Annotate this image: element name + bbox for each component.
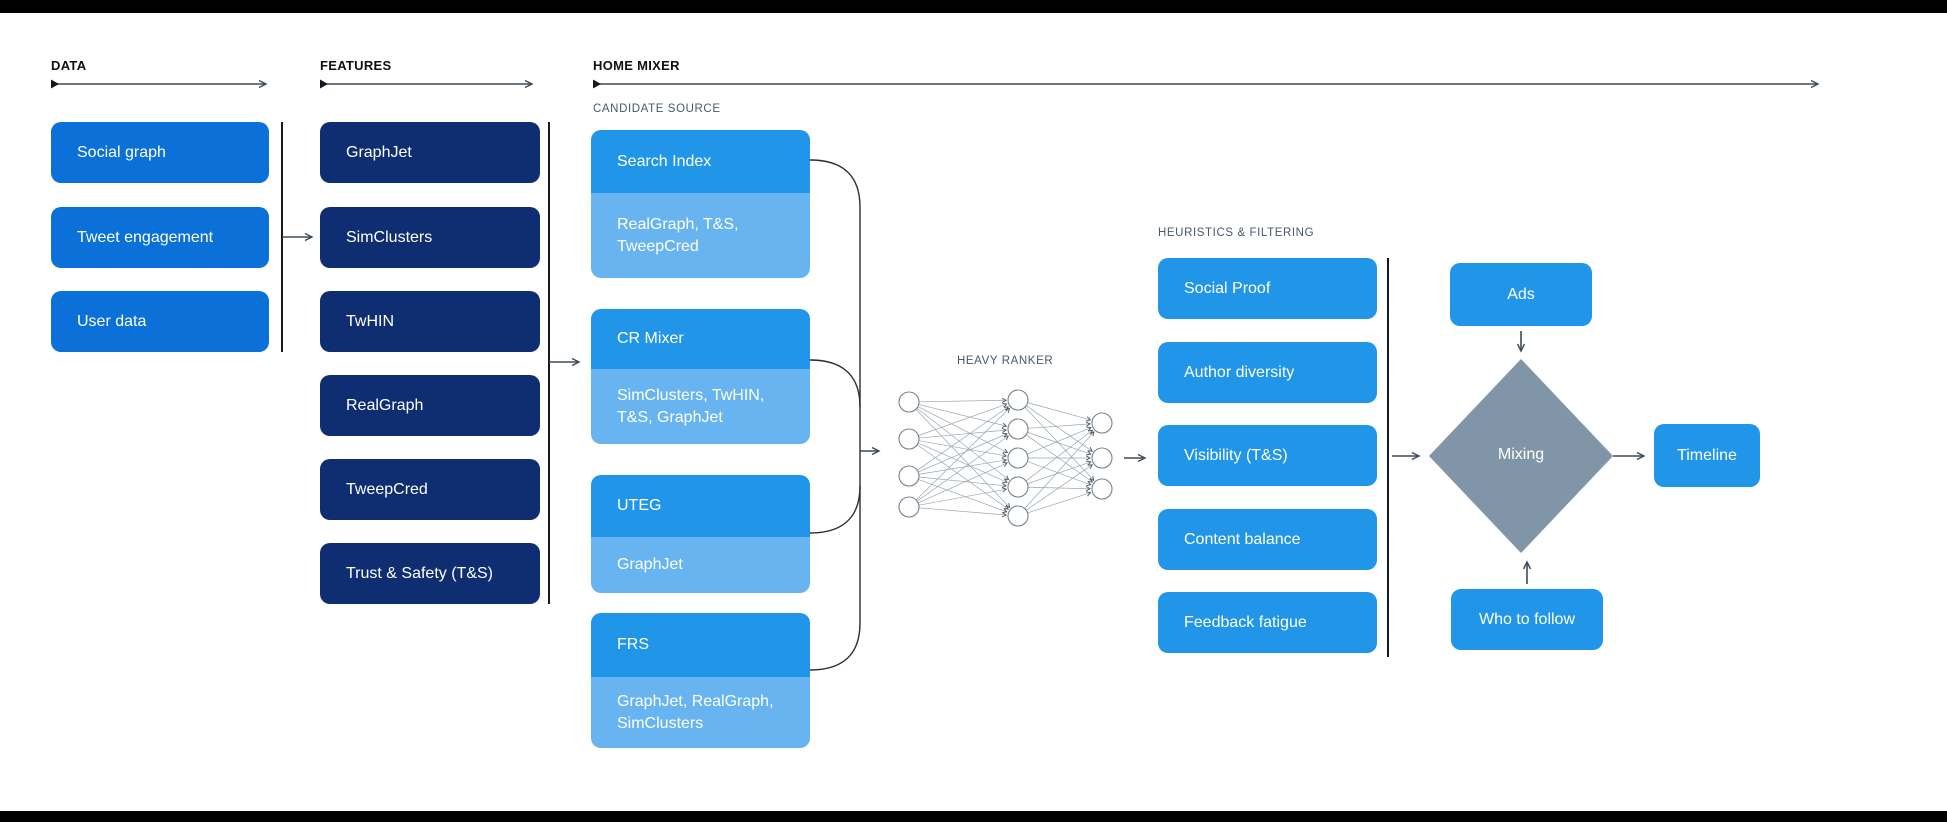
candidate-header: Search Index	[591, 130, 810, 193]
box-label: Ads	[1507, 285, 1535, 303]
flow-arrows	[282, 232, 1646, 584]
box-social-graph: Social graph	[51, 122, 269, 183]
box-label: Feedback fatigue	[1184, 613, 1307, 631]
section-label-home-mixer: HOME MIXER	[593, 58, 680, 73]
box-timeline: Timeline	[1654, 424, 1760, 487]
box-twhin: TwHIN	[320, 291, 540, 352]
box-label: SimClusters	[346, 228, 433, 246]
candidate-cr-mixer: CR Mixer SimClusters, TwHIN, T&S, GraphJ…	[591, 309, 810, 444]
box-tweet-engagement: Tweet engagement	[51, 207, 269, 268]
box-user-data: User data	[51, 291, 269, 352]
candidate-sources-label: RealGraph, T&S, TweepCred	[617, 216, 739, 255]
candidate-merge-connectors	[809, 159, 861, 671]
top-letterbox-bar	[0, 0, 1947, 13]
box-label: Timeline	[1677, 446, 1737, 464]
box-realgraph: RealGraph	[320, 375, 540, 436]
box-label: TweepCred	[346, 480, 428, 498]
candidate-header: CR Mixer	[591, 309, 810, 369]
box-ads: Ads	[1450, 263, 1592, 326]
box-who-to-follow: Who to follow	[1451, 589, 1603, 650]
box-label: RealGraph	[346, 396, 424, 414]
candidate-sources-label: SimClusters, TwHIN, T&S, GraphJet	[617, 387, 765, 426]
candidate-sources: RealGraph, T&S, TweepCred	[591, 193, 810, 278]
label-candidate-source: CANDIDATE SOURCE	[593, 103, 721, 115]
label-heavy-ranker: HEAVY RANKER	[957, 355, 1054, 367]
candidate-uteg: UTEG GraphJet	[591, 475, 810, 593]
box-graphjet: GraphJet	[320, 122, 540, 183]
candidate-header: FRS	[591, 613, 810, 677]
label-heuristics-filtering: HEURISTICS & FILTERING	[1158, 227, 1315, 239]
box-label: Visibility (T&S)	[1184, 446, 1288, 464]
candidate-name: Search Index	[617, 152, 712, 170]
box-tweepcred: TweepCred	[320, 459, 540, 520]
box-label: Social graph	[77, 143, 166, 161]
box-label: Social Proof	[1184, 279, 1271, 297]
box-label: GraphJet	[346, 143, 412, 161]
candidate-sources-label: GraphJet	[617, 556, 683, 574]
box-author-diversity: Author diversity	[1158, 342, 1377, 403]
curve-search-index	[809, 159, 861, 208]
section-label-features: FEATURES	[320, 58, 392, 73]
arrow-start-markers	[51, 79, 601, 89]
curve-frs	[809, 622, 861, 671]
curve-cr-mixer	[809, 359, 861, 408]
box-label: Content balance	[1184, 530, 1301, 548]
mixing-diamond	[1429, 359, 1613, 553]
box-feedback-fatigue: Feedback fatigue	[1158, 592, 1377, 653]
candidate-sources: GraphJet	[591, 537, 810, 593]
mixing-label: Mixing	[1497, 446, 1545, 463]
candidate-name: UTEG	[617, 497, 662, 514]
candidate-header: UTEG	[591, 475, 810, 537]
box-label: User data	[77, 312, 147, 330]
section-label-data: DATA	[51, 58, 87, 73]
box-trust-safety: Trust & Safety (T&S)	[320, 543, 540, 604]
candidate-name: FRS	[617, 636, 649, 653]
box-label: Author diversity	[1184, 363, 1295, 381]
box-simclusters: SimClusters	[320, 207, 540, 268]
box-label: Who to follow	[1478, 610, 1576, 628]
candidate-frs: FRS GraphJet, RealGraph, SimClusters	[591, 613, 810, 748]
box-social-proof: Social Proof	[1158, 258, 1377, 319]
candidate-name: CR Mixer	[617, 330, 684, 347]
box-label: Trust & Safety (T&S)	[346, 564, 493, 582]
curve-uteg	[809, 485, 861, 534]
candidate-search-index: Search Index RealGraph, T&S, TweepCred	[591, 130, 810, 278]
candidate-sources: GraphJet, RealGraph, SimClusters	[591, 677, 810, 748]
box-visibility-ts: Visibility (T&S)	[1158, 425, 1377, 486]
candidate-sources: SimClusters, TwHIN, T&S, GraphJet	[591, 369, 810, 444]
neural-network-graphic	[898, 389, 1113, 527]
box-label: TwHIN	[346, 312, 394, 330]
box-label: Tweet engagement	[77, 228, 214, 246]
bottom-letterbox-bar	[0, 811, 1947, 822]
box-content-balance: Content balance	[1158, 509, 1377, 570]
candidate-sources-label: GraphJet, RealGraph, SimClusters	[617, 693, 774, 732]
